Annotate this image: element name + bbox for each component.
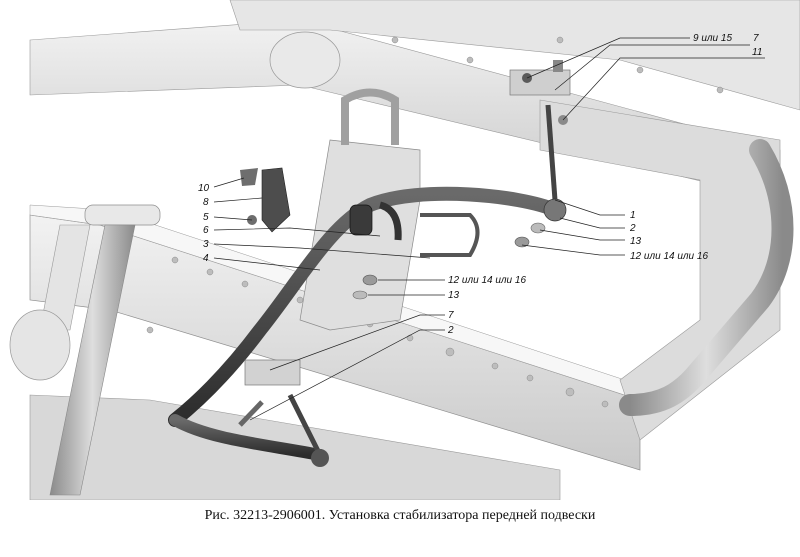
stabilizer-bar-lower-arm [169,414,326,461]
air-spring-top [269,31,341,89]
callout-2-mid: 2 [447,325,454,336]
callout-4: 4 [203,253,209,264]
upper-frame-rail [229,0,800,111]
stabilizer-bar [168,186,562,427]
callout-6: 6 [203,225,209,236]
callout-10: 10 [198,183,210,194]
callout-2-right: 2 [629,223,636,234]
stabilizer-link-lower [238,359,329,467]
bar-clamp-parts [240,60,568,300]
suspension-diagram: 9 или 15 7 11 10 8 5 6 3 4 1 2 13 12 или… [9,0,800,500]
shock-absorber [39,204,161,496]
callout-13-right: 13 [630,236,642,247]
callout-12-14-16-right: 12 или 14 или 16 [630,251,708,262]
frame-rails [29,0,800,500]
callout-1: 1 [630,210,636,221]
callout-11: 11 [752,47,762,58]
callout-8: 8 [203,197,209,208]
callout-5: 5 [203,212,209,223]
exhaust-pipe [619,139,794,416]
stabilizer-link [509,69,571,222]
callout-9-or-15: 9 или 15 [693,33,732,44]
callout-3: 3 [203,239,209,250]
figure-caption: Рис. 32213-2906001. Установка стабилизат… [204,508,596,523]
callout-7-mid: 7 [448,310,454,321]
callout-7-top: 7 [753,33,759,44]
leader-lines [213,37,765,421]
callout-12-14-16-mid: 12 или 14 или 16 [448,275,526,286]
callout-13-mid: 13 [448,290,460,301]
callout-labels: 9 или 15 7 11 10 8 5 6 3 4 1 2 13 12 или… [198,33,762,336]
air-spring-bottom [9,309,71,381]
